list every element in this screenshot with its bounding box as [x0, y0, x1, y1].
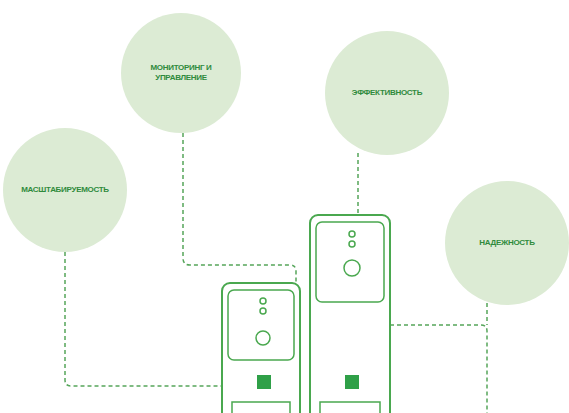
ups-indicator: [260, 308, 266, 314]
circle-content: ЭФФЕКТИВНОСТЬ: [325, 31, 449, 155]
ups-indicator: [349, 241, 355, 247]
feature-label: ЭФФЕКТИВНОСТЬ: [352, 88, 422, 98]
ups-square: [345, 375, 359, 389]
ups-panel: [316, 222, 384, 302]
ups-panel: [228, 290, 294, 360]
feature-circle: МАСШТАБИРУЕМОСТЬ: [3, 128, 127, 252]
ups-square: [257, 375, 271, 389]
leader-line: [486, 303, 488, 325]
feature-label: МОНИТОРИНГ И УПРАВЛЕНИЕ: [144, 63, 218, 83]
leader-line: [357, 153, 359, 215]
leader-line: [183, 133, 296, 283]
feature-circle: МОНИТОРИНГ И УПРАВЛЕНИЕ: [121, 13, 241, 133]
ups-small: [222, 283, 300, 413]
circle-content: МОНИТОРИНГ И УПРАВЛЕНИЕ: [121, 13, 241, 133]
circle-fill: [121, 13, 241, 133]
ups-large: [310, 215, 390, 413]
circle-fill: [325, 31, 449, 155]
feature-circle: ЭФФЕКТИВНОСТЬ: [325, 31, 449, 155]
feature-circle: НАДЕЖНОСТЬ: [445, 181, 569, 305]
ups-base: [232, 402, 290, 413]
ups-base: [320, 402, 380, 413]
leader-line: [65, 252, 222, 386]
feature-label: МАСШТАБИРУЕМОСТЬ: [21, 185, 109, 195]
ups-button: [256, 331, 270, 345]
circle-fill: [445, 181, 569, 305]
circle-fill: [3, 128, 127, 252]
circle-content: НАДЕЖНОСТЬ: [445, 181, 569, 305]
feature-label: НАДЕЖНОСТЬ: [479, 238, 534, 248]
ups-body: [222, 283, 300, 413]
ups-body: [310, 215, 390, 413]
circle-content: МАСШТАБИРУЕМОСТЬ: [3, 128, 127, 252]
ups-button: [344, 260, 360, 276]
ups-indicator: [349, 231, 355, 237]
leader-line: [390, 325, 487, 413]
ups-indicator: [260, 298, 266, 304]
